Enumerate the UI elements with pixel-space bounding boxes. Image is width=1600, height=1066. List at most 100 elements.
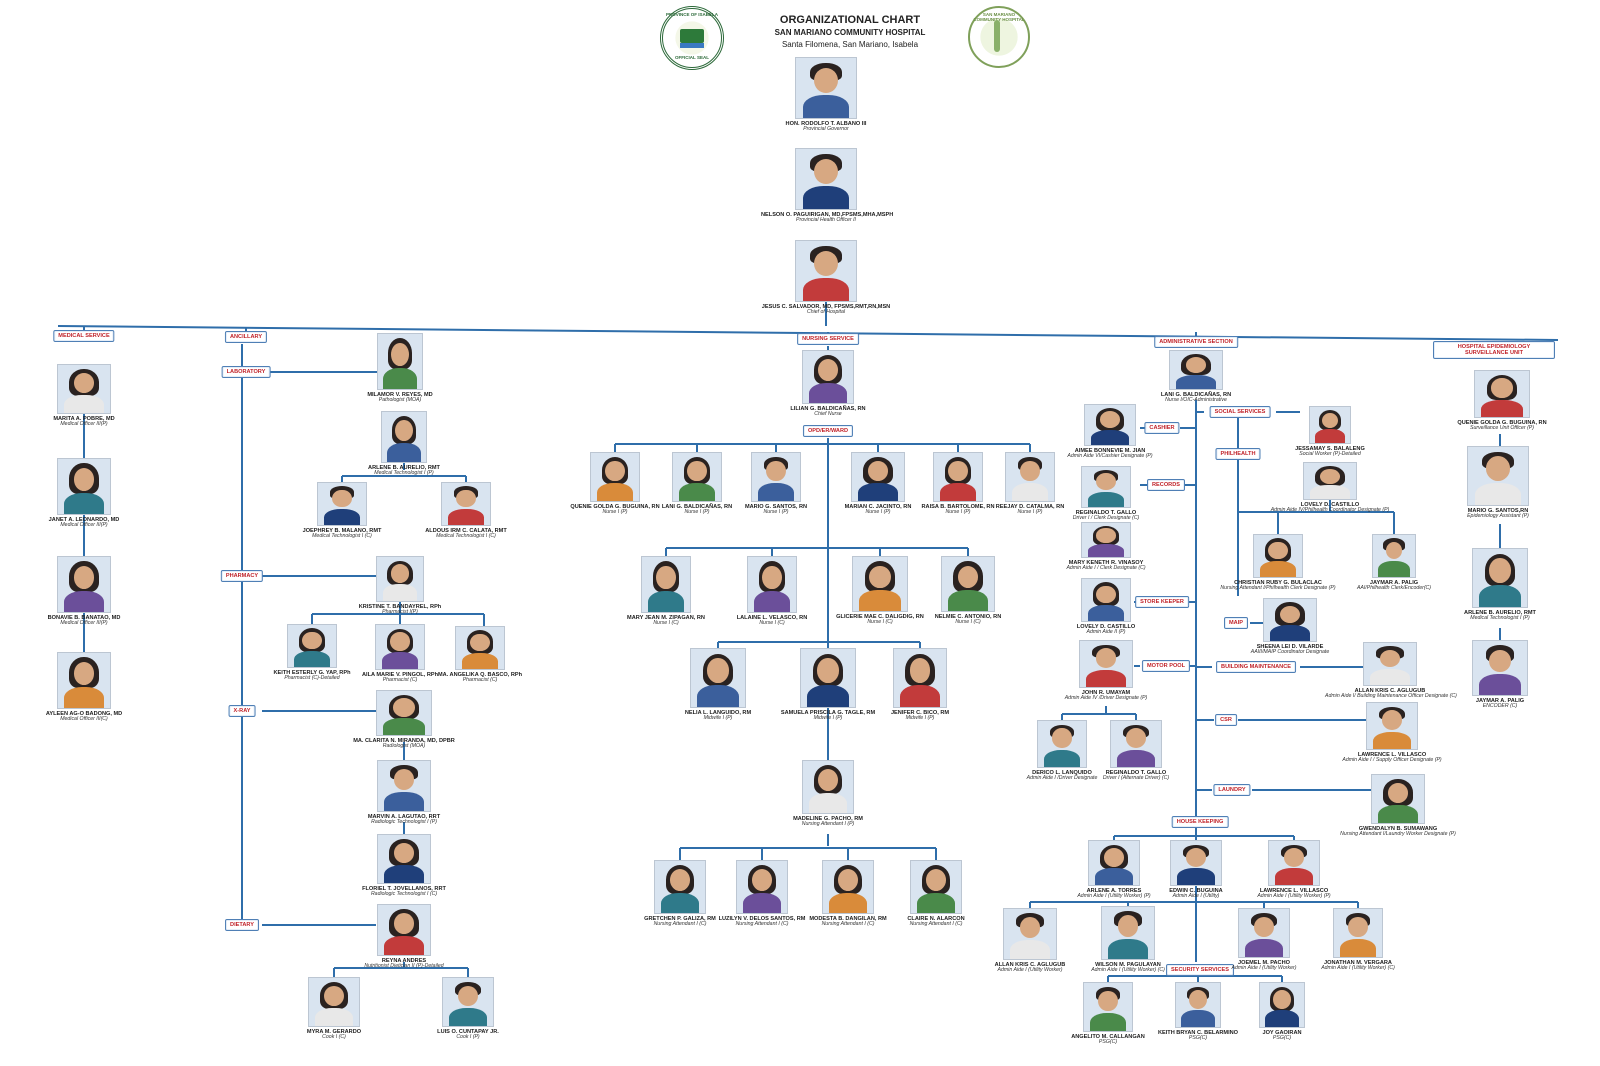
person-name: REGINALDO T. GALLO <box>1075 510 1137 516</box>
person-name: JOEMEL M. PACHO <box>1237 960 1290 966</box>
person-name: MARIAN C. JACINTO, RN <box>844 504 912 510</box>
hospital-location: Santa Filomena, San Mariano, Isabela <box>781 40 919 49</box>
person-position: Admin Aide I/ Building Maintenance Offic… <box>1325 693 1457 700</box>
section-store-keeper: STORE KEEPER <box>1135 596 1189 608</box>
person-position: Radiologic Technologist I (C) <box>370 891 438 898</box>
section-laboratory: LABORATORY <box>221 366 271 378</box>
person-photo <box>1472 640 1528 696</box>
person-photo <box>381 411 427 463</box>
person-name: JESUS C. SALVADOR, MD, FPSMS,RMT,RN,MSN <box>761 304 891 310</box>
person-name: KEITH BRYAN C. BELARMINO <box>1157 1030 1239 1036</box>
person-name: EDWIN C. BUGUINA <box>1169 888 1223 894</box>
section-heu: HOSPITAL EPIDEMIOLOGY SURVEILLANCE UNIT <box>1433 341 1555 359</box>
person-photo <box>1474 370 1530 418</box>
person-photo <box>795 57 857 119</box>
person-position: Cook I (C) <box>322 1034 346 1041</box>
person-name: LANI G. BALDICAÑAS, RN <box>661 504 733 510</box>
person-name: NELMIE C. ANTONIO, RN <box>934 614 1002 620</box>
person-photo <box>442 977 494 1027</box>
person-position: Medical Officer III(P) <box>60 522 108 529</box>
person-position: PSG(C) <box>1272 1035 1292 1042</box>
person-photo <box>1472 548 1528 608</box>
person-photo <box>308 977 360 1027</box>
person-name: RAISA B. BARTOLOME, RN <box>921 504 995 510</box>
seal-text-top: PROVINCE OF ISABELA <box>665 12 718 17</box>
section-security-services: SECURITY SERVICES <box>1166 964 1234 976</box>
person-name: LUZILYN V. DELOS SANTOS, RM <box>718 916 806 922</box>
person-position: Midwife I (P) <box>703 715 733 722</box>
person-name: JESSAMAY S. BALALENG <box>1295 446 1365 452</box>
person-position: PSG(C) <box>1188 1035 1208 1042</box>
person-photo <box>795 240 857 302</box>
person-position: Admin Aide IV /Driver Designate (P) <box>1064 695 1148 702</box>
person-name: MARITA A. POBRE, MD <box>53 416 115 422</box>
person-name: BONAVIE B. BANATAO, MD <box>47 615 121 621</box>
person-position: Nurse I (C) <box>867 619 893 626</box>
person-name: JOEPHREY B. MALANO, RMT <box>302 528 382 534</box>
person-position: Medical Officer III(C) <box>60 716 108 723</box>
person-photo <box>1037 720 1087 768</box>
person-name: ANGELITO M. CALLANGAN <box>1071 1034 1145 1040</box>
section-social-services: SOCIAL SERVICES <box>1209 406 1271 418</box>
person-photo <box>1003 908 1057 960</box>
person-position: Nurse I (P) <box>684 509 710 516</box>
person-name: ALDOUS IRM C. CALATA, RMT <box>425 528 507 534</box>
person-name: SAMUELA PRISCILA G. TAGLE, RM <box>780 710 876 716</box>
person-name: KRISTINE T. BANDAYREL, RPh <box>358 604 442 610</box>
person-name: REEJAY D. CATALMA, RN <box>995 504 1065 510</box>
person-position: Driver I / Clerk Designate (C) <box>1072 515 1140 522</box>
person-name: ARLENE B. AURELIO, RMT <box>368 465 440 471</box>
person-position: Medical Technologist I (P) <box>1470 615 1530 622</box>
person-name: AYLEEN AG-O BADONG, MD <box>45 711 123 717</box>
section-csr: CSR <box>1215 714 1237 726</box>
person-name: LOVELY D. CASTILLO <box>1300 502 1360 508</box>
person-name: AILA MARIE V. PINGOL, RPh <box>361 672 439 678</box>
person-position: Nurse I (C) <box>955 619 981 626</box>
person-name: JENIFER C. BICO, RM <box>890 710 950 716</box>
person-position: Nursing Attendant I/Philhealth Clerk Des… <box>1220 585 1336 592</box>
person-photo <box>375 624 425 670</box>
person-name: ALLAN KRIS C. AGLUGUB <box>1354 688 1426 694</box>
person-position: Radiologist (MOA) <box>382 743 426 750</box>
person-position: Admin Aide I (Utility Worker) <box>1231 965 1297 972</box>
person-position: AAIII/MAIP Coordinator Designate <box>1250 649 1330 656</box>
person-position: Admin Aide VI/Cashier Designate (P) <box>1067 453 1153 460</box>
person-name: NELIA L. LANGUIDO, RM <box>684 710 752 716</box>
person-position: Admin Aide I / Clerk Designate (C) <box>1066 565 1146 572</box>
person-position: Nurse I/OIC-Administrative <box>1165 397 1227 404</box>
person-name: CHRISTIAN RUBY G. BULACLAC <box>1234 580 1322 586</box>
person-photo <box>377 834 431 884</box>
seal-emblem <box>680 29 704 43</box>
person-position: Pharmacist (C) <box>382 677 418 684</box>
person-photo <box>57 364 111 414</box>
person-position: Epidemiology Assistant (P) <box>1467 513 1529 520</box>
person-photo <box>1081 466 1131 508</box>
person-photo <box>57 556 111 613</box>
person-position: Pharmacist (C)-Detailed <box>284 675 340 682</box>
section-ancillary: ANCILLARY <box>224 331 268 343</box>
person-photo <box>852 556 908 612</box>
seal-text-bottom: OFFICIAL SEAL <box>675 55 709 60</box>
person-position: Medical Officer III(P) <box>60 421 108 428</box>
person-position: Nursing Attendant I (C) <box>735 921 789 928</box>
